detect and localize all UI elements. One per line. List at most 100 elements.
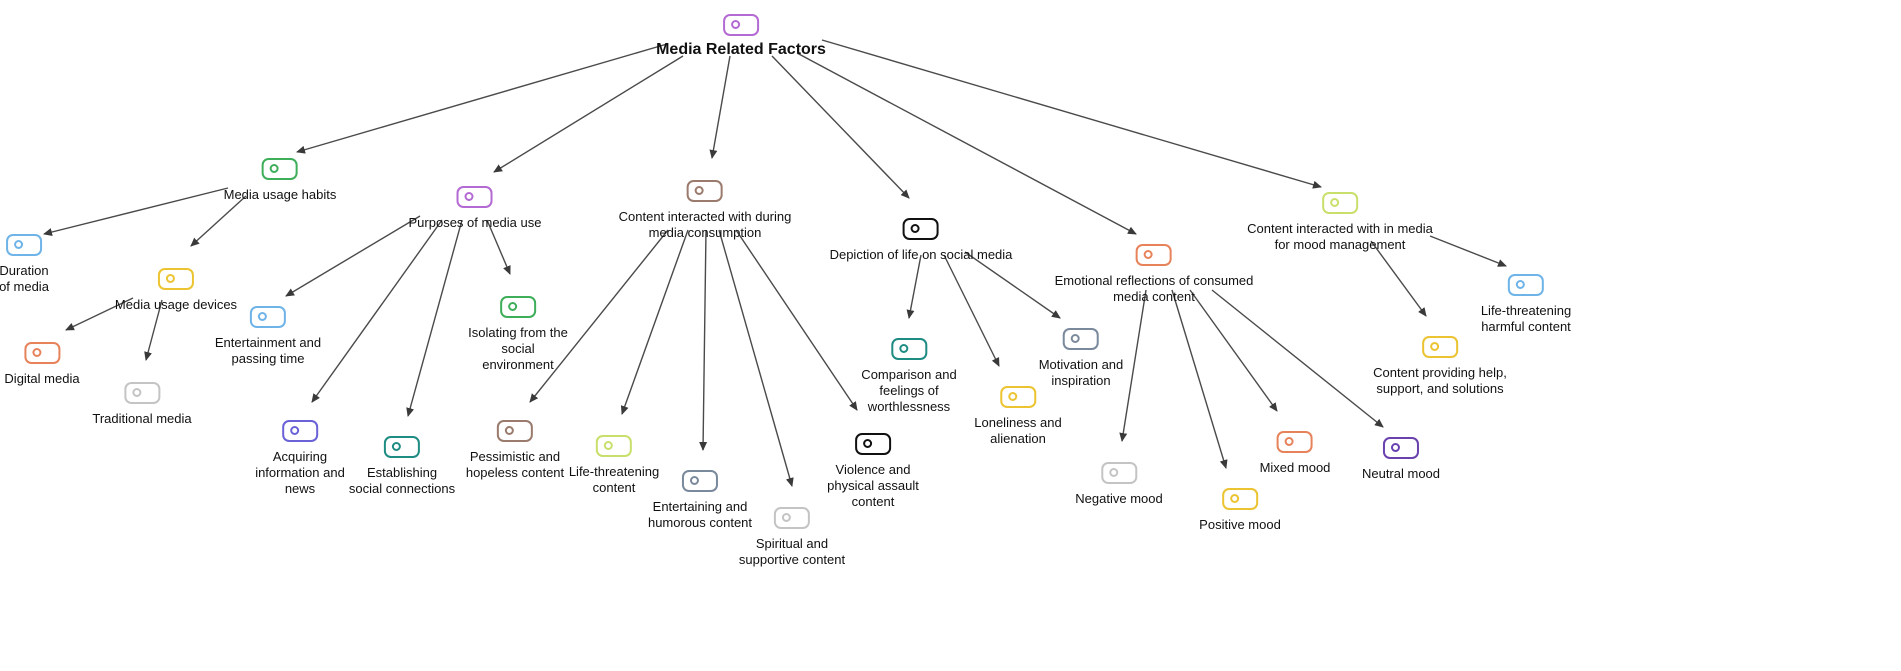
tag-icon <box>249 306 286 328</box>
node-habits: Media usage habits <box>223 158 337 203</box>
edge-mood_mgmt-to-harmful <box>1429 235 1507 267</box>
node-positive: Positive mood <box>1199 488 1281 533</box>
node-pessimistic: Pessimistic and hopeless content <box>466 420 564 481</box>
node-label: Depiction of life on social media <box>829 247 1013 262</box>
node-label: Media usage devices <box>114 297 238 312</box>
node-entertaining: Entertaining and humorous content <box>648 470 752 531</box>
node-spiritual: Spiritual and supportive content <box>739 507 845 568</box>
node-label: Emotional reflections of consumed media … <box>1054 273 1254 304</box>
node-acquiring: Acquiring information and news <box>255 420 345 497</box>
node-motivation: Motivation and inspiration <box>1038 328 1124 389</box>
edge-content-to-spiritual <box>718 229 794 487</box>
tag-icon <box>1421 336 1458 358</box>
tag-icon <box>902 218 939 240</box>
tag-icon <box>722 14 759 36</box>
tag-icon <box>1222 488 1258 510</box>
node-devices: Media usage devices <box>115 268 237 313</box>
edge-depiction-to-comparison <box>906 254 922 319</box>
tag-icon <box>282 420 318 442</box>
tag-icon <box>773 507 810 529</box>
edge-depiction-to-motivation <box>964 251 1061 319</box>
tag-icon <box>596 435 632 457</box>
node-loneliness: Loneliness and alienation <box>974 386 1062 447</box>
node-traditional: Traditional media <box>92 382 192 427</box>
node-label: Entertainment and passing time <box>214 335 322 366</box>
edge-content-to-entertaining <box>699 229 708 451</box>
edge-emotional-to-positive <box>1171 289 1228 469</box>
edge-devices-to-digital <box>65 297 134 331</box>
node-neutral: Neutral mood <box>1362 437 1440 482</box>
tag-icon <box>500 296 536 318</box>
edge-content-to-violence <box>735 229 858 411</box>
node-mixed: Mixed mood <box>1259 431 1331 476</box>
node-comparison: Comparison and feelings of worthlessness <box>861 338 957 415</box>
node-label: Content interacted with during media con… <box>618 209 792 240</box>
node-label: Neutral mood <box>1361 466 1441 481</box>
node-digital: Digital media <box>4 342 80 387</box>
edge-purposes-to-establishing <box>406 219 463 417</box>
node-label: Traditional media <box>92 411 192 426</box>
tag-icon <box>1508 274 1544 296</box>
edge-root-to-mood_mgmt <box>821 39 1322 189</box>
edge-content-to-pessimistic <box>529 229 669 403</box>
node-label: Media usage habits <box>223 187 337 202</box>
node-purposes: Purposes of media use <box>409 186 541 231</box>
edge-mood_mgmt-to-help <box>1370 240 1427 317</box>
edge-purposes-to-isolating <box>486 219 511 275</box>
node-duration: Duration of media <box>0 234 49 295</box>
edge-devices-to-traditional <box>144 299 163 361</box>
node-label: Isolating from the social environment <box>468 325 568 372</box>
node-label: Violence and physical assault content <box>827 462 919 509</box>
node-negative: Negative mood <box>1075 462 1163 507</box>
edge-purposes-to-entertain_time <box>285 215 421 297</box>
edge-depiction-to-loneliness <box>943 254 1000 367</box>
edge-emotional-to-neutral <box>1211 289 1384 428</box>
tag-icon <box>890 338 927 360</box>
tag-icon <box>457 186 493 208</box>
tag-icon <box>6 234 42 256</box>
tag-icon <box>681 470 718 492</box>
node-label: Acquiring information and news <box>255 449 345 496</box>
node-label: Comparison and feelings of worthlessness <box>861 367 957 414</box>
tag-icon <box>1063 328 1099 350</box>
node-label: Content interacted with in media for moo… <box>1247 221 1433 252</box>
tag-icon <box>157 268 194 290</box>
node-label: Duration of media <box>0 263 49 294</box>
node-violence: Violence and physical assault content <box>827 433 919 510</box>
node-label: Content providing help, support, and sol… <box>1373 365 1507 396</box>
node-mood-mgmt: Content interacted with in media for moo… <box>1247 192 1433 253</box>
node-label: Mixed mood <box>1259 460 1331 475</box>
node-label: Spiritual and supportive content <box>738 536 846 567</box>
node-content: Content interacted with during media con… <box>618 180 792 241</box>
node-label: Life-threatening harmful content <box>1480 303 1572 334</box>
tag-icon <box>855 433 891 455</box>
tag-icon <box>383 436 420 458</box>
node-label: Pessimistic and hopeless content <box>465 449 565 480</box>
tag-icon <box>1322 192 1358 214</box>
edge-root-to-emotional <box>796 52 1137 235</box>
node-label: Digital media <box>4 371 80 386</box>
node-label: Entertaining and humorous content <box>647 499 753 530</box>
node-root: Media Related Factors <box>656 14 826 58</box>
node-isolating: Isolating from the social environment <box>468 296 568 373</box>
edge-root-to-habits <box>296 43 668 154</box>
node-harmful: Life-threatening harmful content <box>1481 274 1571 335</box>
node-label: Negative mood <box>1075 491 1163 506</box>
tag-icon <box>1000 386 1036 408</box>
node-label: Loneliness and alienation <box>974 415 1062 446</box>
edge-purposes-to-acquiring <box>311 219 443 403</box>
edge-emotional-to-negative <box>1119 289 1147 442</box>
tag-icon <box>123 382 160 404</box>
edge-content-to-life_threat <box>620 229 689 415</box>
node-label: Motivation and inspiration <box>1038 357 1124 388</box>
edge-root-to-content <box>709 55 731 159</box>
edge-root-to-depiction <box>771 55 910 199</box>
node-establishing: Establishing social connections <box>349 436 455 497</box>
tag-icon <box>1100 462 1137 484</box>
node-label: Life-threatening content <box>568 464 660 495</box>
tag-icon <box>496 420 533 442</box>
tag-icon <box>1277 431 1313 453</box>
node-help: Content providing help, support, and sol… <box>1373 336 1507 397</box>
node-life-threat: Life-threatening content <box>569 435 659 496</box>
